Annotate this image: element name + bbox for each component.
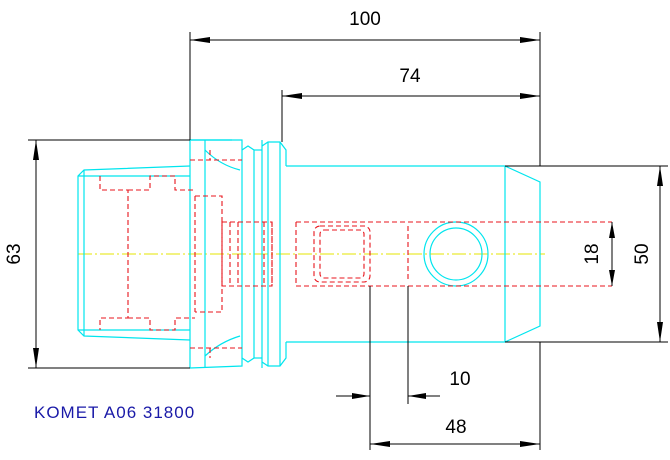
dim-slot-width: 10 [449,369,470,390]
dim-overall-length: 100 [349,9,381,30]
hidden-lines [99,150,612,358]
dim-shank-length: 74 [399,66,421,87]
dim-flange-diameter: 63 [4,243,25,264]
dim-shank-diameter: 50 [632,243,653,264]
dim-hole-position: 48 [445,417,466,438]
dim-cross-hole: 18 [582,243,603,264]
part-label: KOMET A06 31800 [34,403,195,422]
dimension-lines [28,32,668,450]
